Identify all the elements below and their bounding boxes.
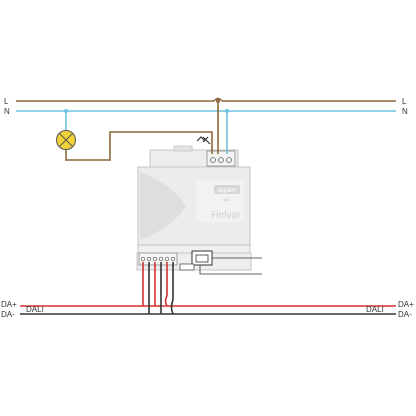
- top-terminal-screw: [218, 157, 224, 163]
- neutral-label-right: N: [402, 107, 408, 116]
- dali-plus-label-left: DA+: [1, 300, 17, 309]
- live-wire-crossover: [213, 97, 223, 102]
- dali-drop-wires: [142, 262, 174, 315]
- device-brand-text: Helvar: [212, 210, 242, 221]
- din-clip: [179, 263, 195, 271]
- network-port-socket: [195, 254, 209, 263]
- dali-bus-label-right: DALI: [366, 305, 384, 314]
- device-front-shading: [140, 172, 186, 240]
- device-logo-badge: [214, 185, 240, 194]
- dali-minus-label-left: DA-: [1, 310, 15, 319]
- device-top-clip: [173, 145, 193, 152]
- switch-icon: [196, 136, 211, 145]
- dali-plus-label-right: DA+: [398, 300, 414, 309]
- neutral-label-left: N: [4, 107, 10, 116]
- bottom-terminal-screws: [140, 256, 176, 262]
- live-label-left: L: [4, 97, 9, 106]
- device-model-text: 501: [224, 197, 231, 202]
- port-leader-line: [199, 265, 262, 275]
- live-label-right: L: [402, 97, 407, 106]
- switched-live-wire: [65, 131, 213, 161]
- dali-bus-label-left: DALI: [26, 305, 44, 314]
- lamp-icon: [56, 130, 76, 150]
- device-logo-text: digidim: [217, 188, 236, 194]
- dali-minus-label-right: DA-: [398, 310, 412, 319]
- din-rail-controller: digidim 501 Helvar: [136, 145, 252, 271]
- top-terminal-screw: [210, 157, 216, 163]
- top-terminal-screw: [226, 157, 232, 163]
